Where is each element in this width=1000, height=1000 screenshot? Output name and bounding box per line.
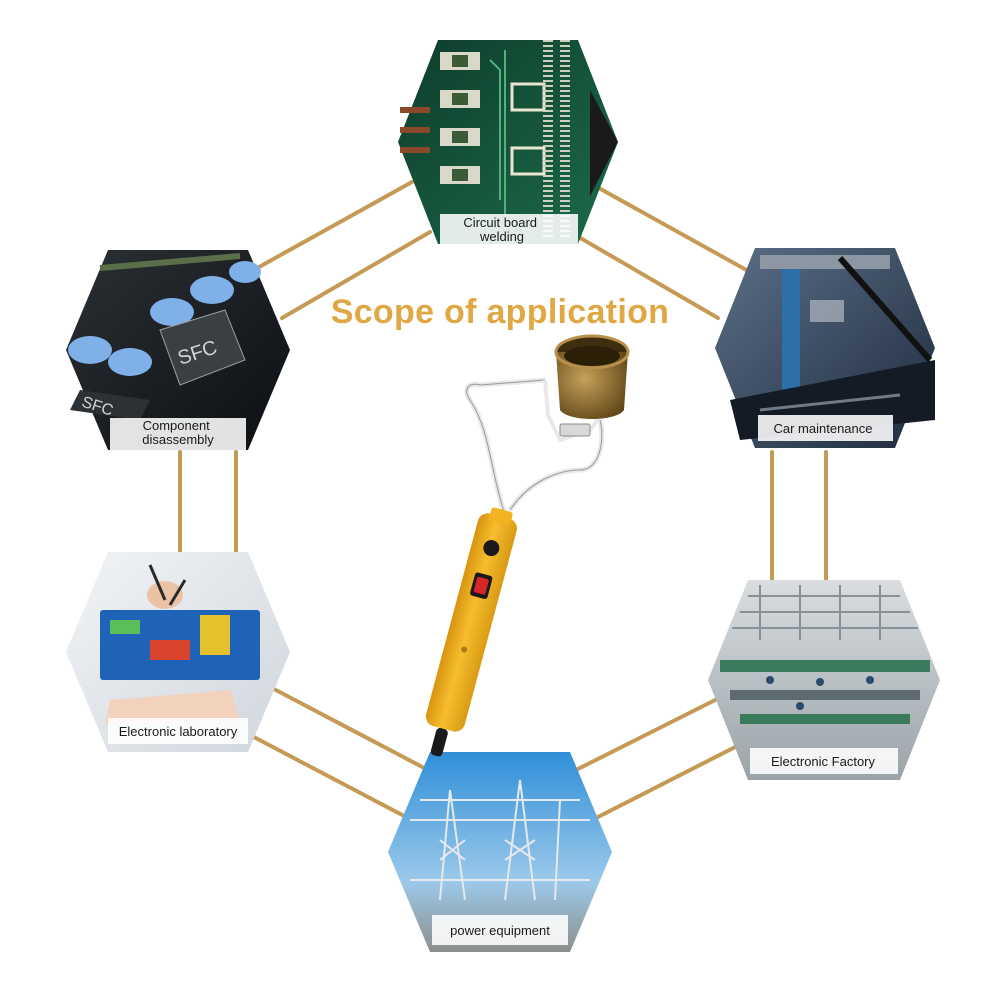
label-electronic-laboratory: Electronic laboratory	[119, 724, 238, 739]
connector-lines	[178, 180, 828, 822]
lab-bench-photo-icon	[100, 564, 260, 725]
label-power-equipment: power equipment	[450, 923, 550, 938]
hex-electronic-laboratory: Electronic laboratory	[66, 552, 290, 752]
tin-pot-desoldering-gun-icon	[425, 334, 630, 757]
hex-circuit-board-welding: Circuit board welding	[398, 40, 618, 244]
hex-power-equipment: power equipment	[388, 752, 612, 952]
label-car-maintenance: Car maintenance	[774, 421, 873, 436]
substation-photo-icon	[410, 779, 590, 901]
factory-floor-photo-icon	[720, 585, 930, 724]
hex-car-maintenance: Car maintenance	[715, 248, 935, 448]
label-circuit-board-welding: Circuit board welding	[463, 215, 540, 244]
pcb-smd-photo-icon	[400, 40, 618, 238]
page-title: Scope of application	[330, 293, 670, 331]
label-component-disassembly: Component disassembly	[142, 418, 214, 447]
hex-electronic-factory: Electronic Factory	[708, 580, 940, 780]
capacitors-photo-icon: SFC SFC	[68, 253, 261, 420]
label-electronic-factory: Electronic Factory	[771, 754, 876, 769]
hex-component-disassembly: SFC SFC Component disassembly	[66, 250, 290, 450]
